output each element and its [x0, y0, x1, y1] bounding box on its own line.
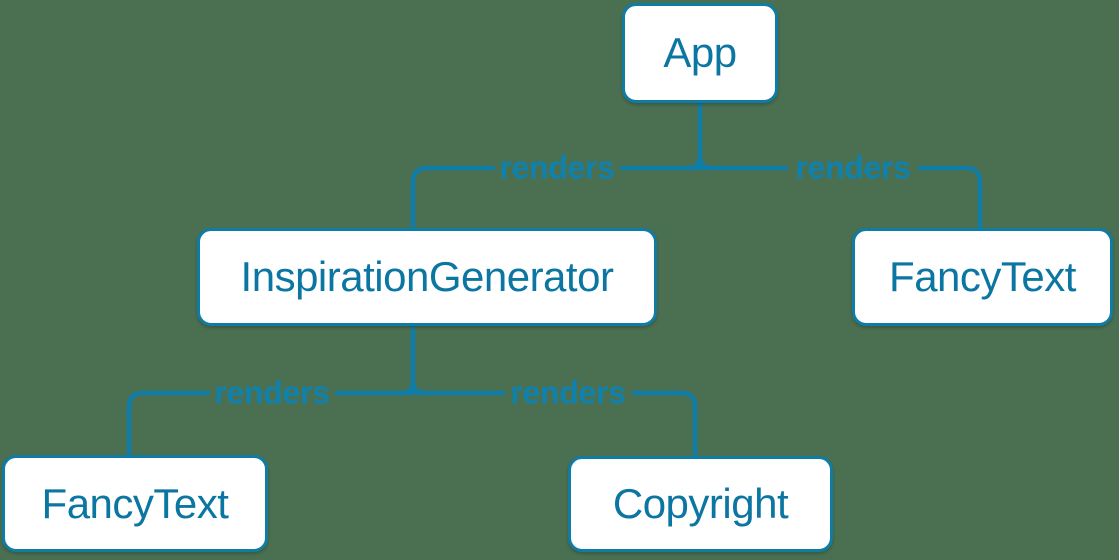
edge-ig-drop-copyright — [678, 390, 698, 459]
node-fancy-text-bottom: FancyText — [2, 455, 268, 552]
edge-app-drop-inspirationgenerator — [410, 165, 430, 231]
edge-label-app-inspirationgenerator: renders — [499, 149, 615, 186]
node-fancy-text-top-label: FancyText — [889, 253, 1076, 300]
edge-app-drop-fancytext — [963, 165, 983, 231]
edge-app-flare-left — [685, 153, 703, 171]
edge-label-inspirationgenerator-fancytext: renders — [214, 374, 330, 411]
node-app-label: App — [663, 29, 737, 76]
edge-ig-flare-left — [398, 378, 416, 396]
edge-ig-drop-fancytext — [126, 390, 146, 458]
node-fancy-text-bottom-label: FancyText — [41, 479, 229, 527]
node-copyright: Copyright — [568, 456, 833, 552]
edge-app-flare-right — [697, 153, 715, 171]
edge-label-app-fancytext: renders — [795, 149, 911, 186]
node-fancy-text-top: FancyText — [852, 228, 1113, 326]
edge-label-inspirationgenerator-copyright: renders — [510, 374, 626, 411]
edge-ig-flare-right — [410, 378, 428, 396]
node-app: App — [622, 3, 778, 103]
node-inspiration-generator: InspirationGenerator — [197, 228, 657, 326]
node-copyright-label: Copyright — [612, 480, 789, 527]
node-inspiration-generator-label: InspirationGenerator — [240, 253, 614, 300]
